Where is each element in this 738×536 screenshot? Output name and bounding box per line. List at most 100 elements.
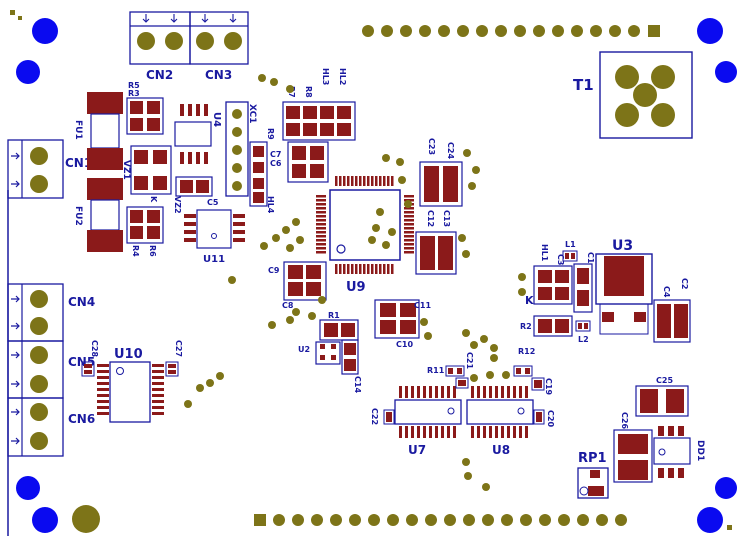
cap-c6-c7: C7 C6 — [270, 141, 329, 183]
label-c27: C27 — [174, 340, 183, 357]
ic-u9: U9 — [316, 176, 414, 295]
transformer-t1: T1 — [573, 51, 693, 139]
label-c28: C28 — [90, 340, 99, 357]
label-c8: C8 — [282, 301, 294, 310]
ic-u7: U7 — [394, 386, 462, 457]
label-hl2: HL2 — [338, 68, 347, 85]
label-fu1: FU1 — [73, 120, 83, 140]
label-cn6: CN6 — [68, 412, 95, 426]
connector-cn2: CN2 — [129, 11, 191, 82]
corner-mark — [727, 525, 732, 530]
label-r2: R2 — [520, 322, 532, 331]
corner-mark — [18, 16, 22, 20]
label-cn3: CN3 — [205, 68, 232, 82]
via-large — [72, 505, 100, 533]
label-u3: U3 — [612, 238, 633, 254]
label-u11: U11 — [203, 254, 225, 265]
label-r1: R1 — [328, 311, 340, 320]
label-r5: R5 — [128, 81, 140, 90]
mount-hole — [16, 60, 40, 84]
mount-hole — [32, 507, 58, 533]
label-hl1: HL1 — [540, 244, 549, 262]
label-r9: R9 — [266, 128, 275, 140]
cap-c23-c24: C23 C24 — [419, 138, 463, 207]
connector-cn6: CN6 — [7, 397, 95, 457]
ic-u4: U4 — [174, 104, 222, 164]
label-cn4: CN4 — [68, 295, 95, 309]
label-c26: C26 — [620, 412, 629, 429]
label-c11: C11 — [414, 301, 431, 310]
cap-c27: C27 — [165, 340, 183, 377]
cap-c28: C28 — [81, 340, 99, 377]
label-c25: C25 — [656, 376, 673, 385]
fuse-fu1: FU1 — [73, 92, 123, 170]
resistor-r4-r6: R4 R6 — [126, 206, 164, 257]
label-c5: C5 — [207, 198, 219, 207]
label-dd1: DD1 — [695, 440, 705, 461]
label-c21: C21 — [465, 352, 474, 369]
mount-hole — [32, 18, 58, 44]
label-c6: C6 — [270, 159, 282, 168]
mount-hole — [16, 476, 40, 500]
inductor-l2: L2 — [575, 320, 591, 344]
label-u2: U2 — [298, 345, 310, 354]
label-c7: C7 — [270, 150, 281, 159]
cap-c5: C5 — [175, 176, 219, 207]
label-u7: U7 — [408, 443, 426, 457]
cap-c1: C1 — [573, 252, 595, 313]
resistor-r7-r8-hl: R7 R8 HL3 HL2 — [282, 68, 356, 141]
cap-c26: C26 — [613, 412, 653, 483]
label-u8: U8 — [492, 443, 510, 457]
resistor-r11: R11 — [427, 365, 465, 377]
label-c1: C1 — [586, 252, 595, 264]
label-fu2: FU2 — [73, 206, 83, 226]
pot-rp1: RP1 — [577, 451, 609, 499]
resistor-r1: R1 — [319, 311, 359, 341]
cap-c20: C20 — [533, 409, 555, 427]
label-cn1: CN1 — [65, 156, 92, 170]
connector-cn4: CN4 — [7, 283, 95, 342]
resistor-r3-r5: R5 R3 — [126, 81, 164, 135]
vias — [184, 74, 526, 491]
label-c12: C12 — [426, 210, 435, 227]
mounting-holes — [16, 18, 737, 533]
label-hl4: HL4 — [266, 196, 275, 214]
label-c10: C10 — [396, 340, 413, 349]
cap-c19: C19 — [531, 377, 553, 395]
cap-c4-c2: C4 C2 — [653, 278, 691, 343]
label-u4: U4 — [211, 112, 222, 127]
resistor-r2: R2 — [520, 315, 573, 337]
label-c13: C13 — [442, 210, 451, 227]
label-r4: R4 — [131, 245, 140, 257]
connector-cn1: CN1 — [7, 139, 92, 199]
label-t1: T1 — [573, 76, 594, 94]
label-r12: R12 — [518, 347, 535, 356]
header-bottom — [254, 514, 627, 526]
label-c2: C2 — [680, 278, 689, 289]
ic-u3: U3 — [595, 238, 653, 335]
corner-mark — [10, 10, 15, 15]
label-c20: C20 — [546, 410, 555, 427]
diode-vz-block: VZ2 K — [130, 145, 182, 214]
header-xc1: XC1 — [225, 101, 257, 197]
label-r3: R3 — [128, 89, 140, 98]
cap-c12-c13: C12 C13 — [415, 210, 457, 275]
mount-hole — [697, 507, 723, 533]
cap-c25: C25 — [635, 376, 689, 417]
label-c19: C19 — [544, 378, 553, 395]
label-c3: C3 — [556, 254, 565, 265]
label-c22: C22 — [370, 408, 379, 425]
label-u10: U10 — [114, 347, 143, 362]
label-l1: L1 — [565, 240, 576, 249]
label-hl3: HL3 — [321, 68, 330, 85]
fuse-fu2: FU2 — [73, 178, 123, 252]
ic-u2: U2 — [298, 341, 341, 365]
header-top — [362, 25, 660, 37]
mount-hole — [715, 477, 737, 499]
label-c23: C23 — [427, 138, 436, 155]
label-vz2: VZ2 — [173, 196, 182, 214]
ic-u8: U8 — [466, 386, 534, 457]
label-vz1: VZ1 — [121, 160, 131, 180]
resistor-r12: R12 — [513, 347, 535, 377]
